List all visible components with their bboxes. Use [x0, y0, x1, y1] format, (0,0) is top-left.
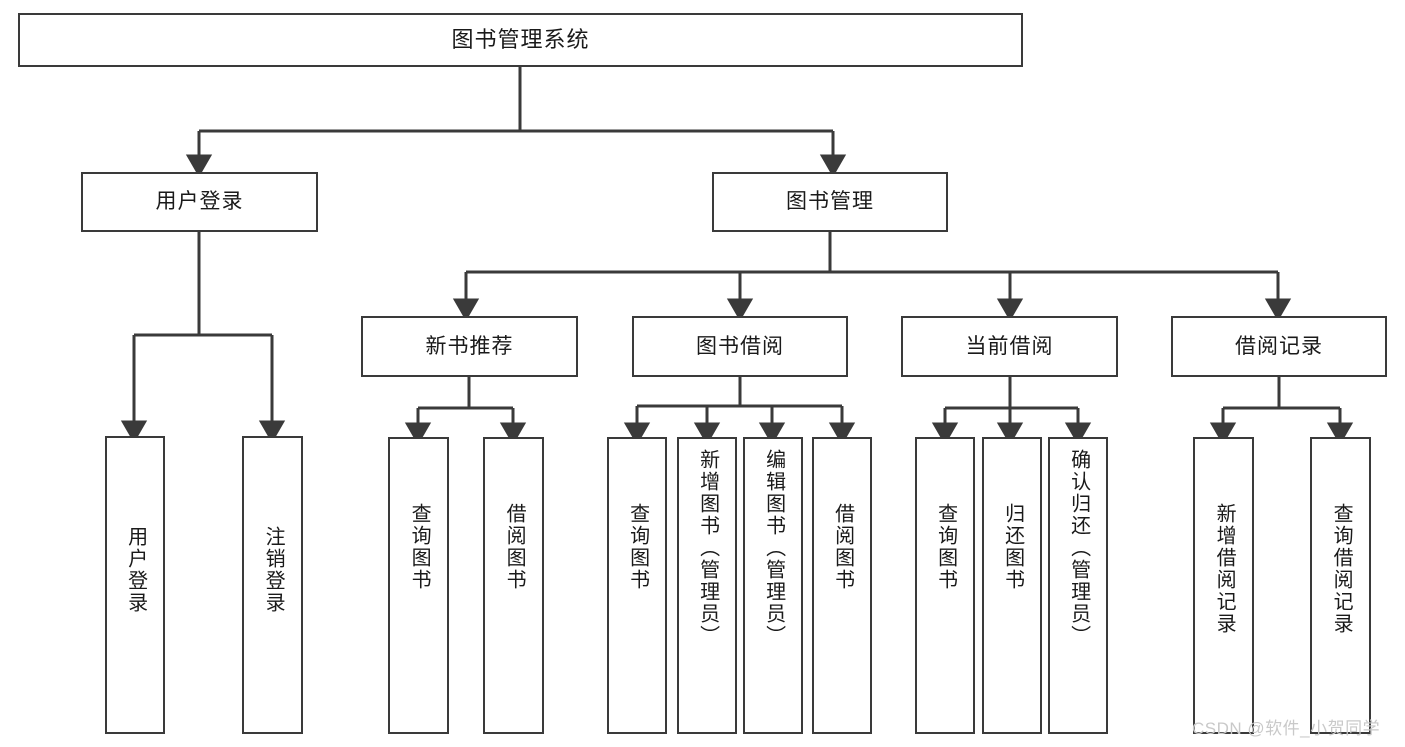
node-current-borrow[interactable]: 当前借阅 [901, 316, 1118, 377]
node-leaf-return-book[interactable]: 归还图书 [982, 437, 1042, 734]
node-label: 归还图书 [1001, 503, 1024, 591]
node-leaf-add-record[interactable]: 新增借阅记录 [1193, 437, 1254, 734]
node-label: 当前借阅 [965, 334, 1054, 358]
node-leaf-query-book-3[interactable]: 查询图书 [915, 437, 975, 734]
node-leaf-user-login[interactable]: 用户登录 [105, 436, 165, 734]
node-label: 用户登录 [124, 526, 147, 614]
node-borrow-record[interactable]: 借阅记录 [1171, 316, 1387, 377]
node-label: 用户登录 [155, 190, 244, 214]
node-label: 图书借阅 [696, 334, 784, 358]
node-label: 注销登录 [262, 526, 285, 614]
node-label: 图书管理 [786, 190, 874, 214]
node-label: 新书推荐 [425, 334, 514, 358]
node-leaf-query-record[interactable]: 查询借阅记录 [1310, 437, 1371, 734]
node-book-borrow[interactable]: 图书借阅 [632, 316, 848, 377]
node-label: 借阅记录 [1235, 334, 1323, 358]
node-leaf-borrow-book-2[interactable]: 借阅图书 [812, 437, 872, 734]
node-book-management[interactable]: 图书管理 [712, 172, 948, 232]
node-leaf-edit-book[interactable]: 编辑图书（管理员） [743, 437, 803, 734]
node-label: 编辑图书（管理员） [762, 449, 785, 647]
node-label: 新增借阅记录 [1213, 503, 1236, 635]
node-label: 图书管理系统 [451, 26, 590, 52]
node-leaf-confirm-return[interactable]: 确认归还（管理员） [1048, 437, 1108, 734]
node-leaf-add-book[interactable]: 新增图书（管理员） [677, 437, 737, 734]
node-leaf-user-logout[interactable]: 注销登录 [242, 436, 303, 734]
node-leaf-query-book-2[interactable]: 查询图书 [607, 437, 667, 734]
node-label: 确认归还（管理员） [1067, 449, 1090, 647]
node-label: 查询图书 [626, 503, 649, 591]
node-label: 查询图书 [934, 503, 957, 591]
node-user-login[interactable]: 用户登录 [81, 172, 318, 232]
node-label: 新增图书（管理员） [696, 449, 719, 647]
node-label: 借阅图书 [503, 503, 526, 591]
node-label: 查询借阅记录 [1330, 503, 1353, 635]
node-leaf-query-book-1[interactable]: 查询图书 [388, 437, 449, 734]
node-root-book-management-system[interactable]: 图书管理系统 [18, 13, 1023, 67]
node-label: 查询图书 [408, 503, 431, 591]
node-new-book-recommend[interactable]: 新书推荐 [361, 316, 578, 377]
node-label: 借阅图书 [831, 503, 854, 591]
csdn-watermark: CSDN @软件_小贺同学 [1192, 719, 1381, 738]
node-leaf-borrow-book-1[interactable]: 借阅图书 [483, 437, 544, 734]
